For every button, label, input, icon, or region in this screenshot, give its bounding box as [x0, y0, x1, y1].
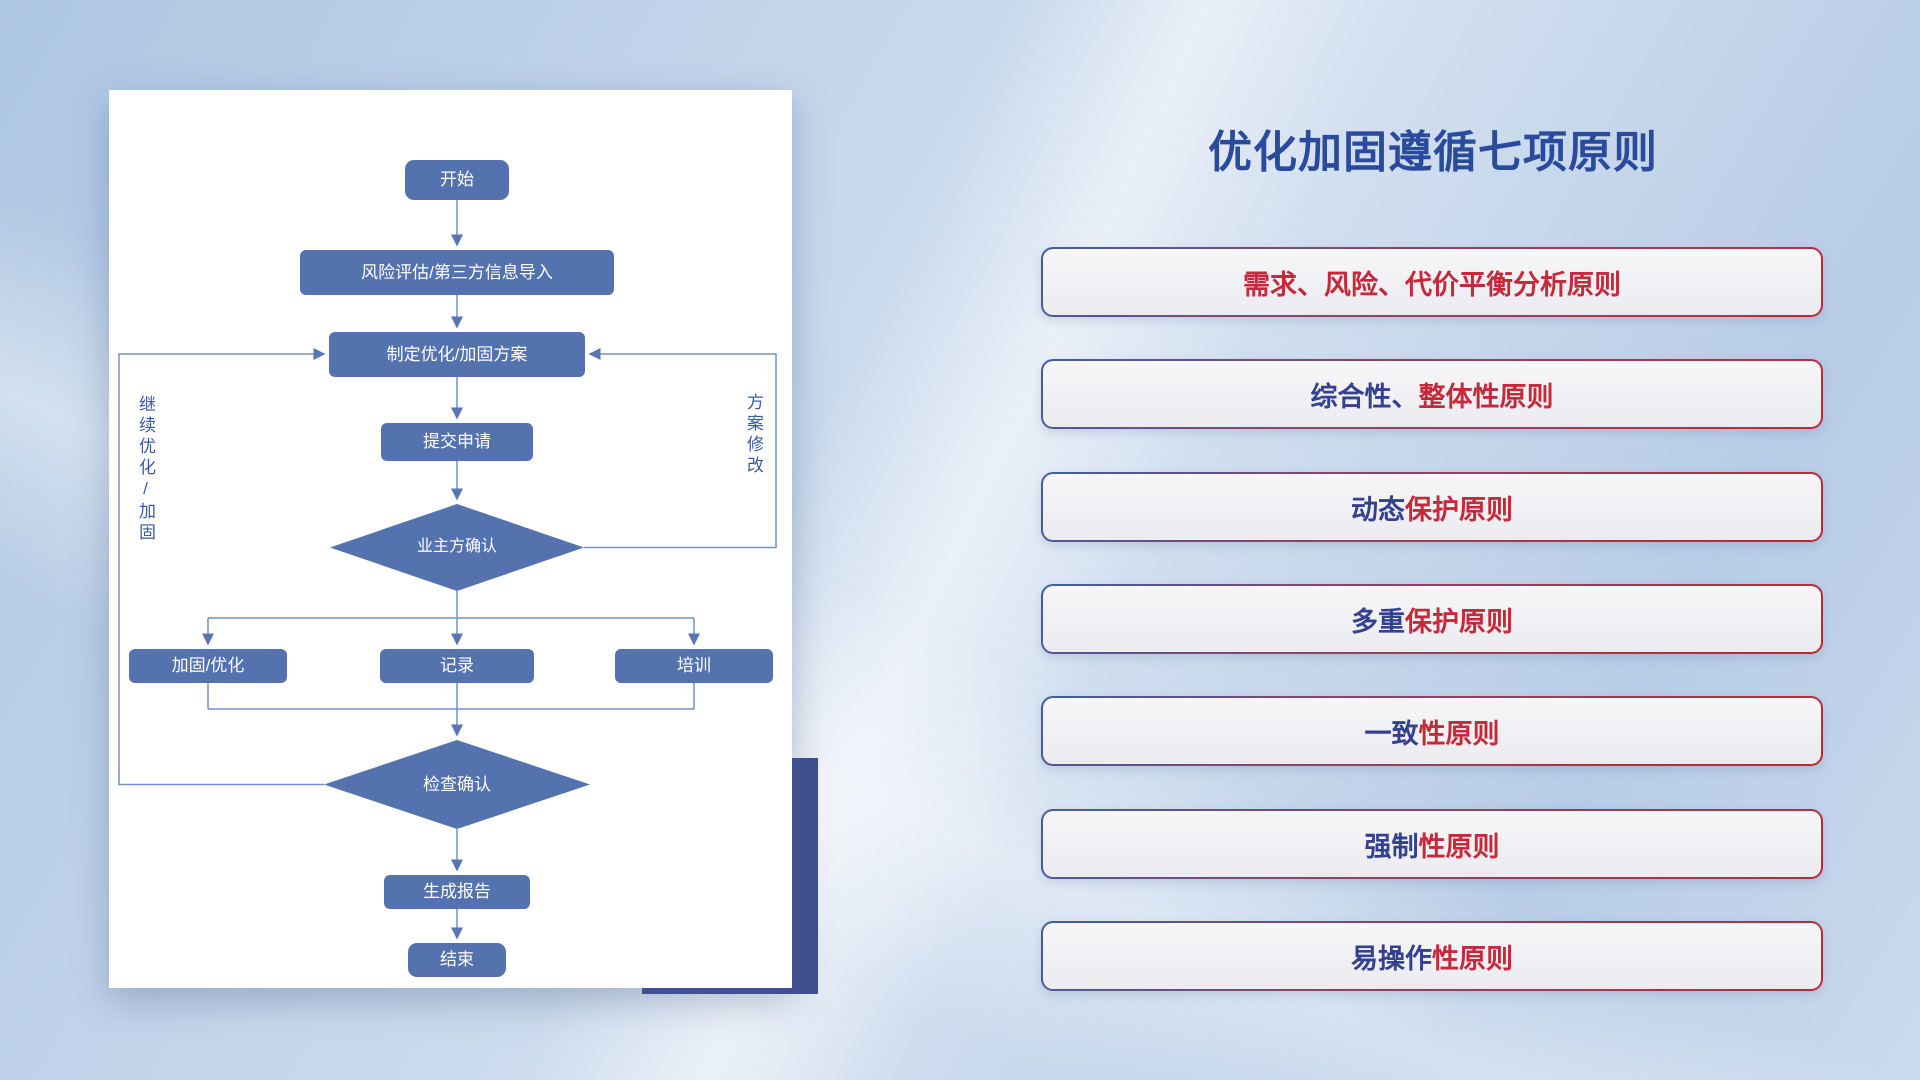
principle-text-blue: 综合性、	[1310, 381, 1419, 412]
panel-title: 优化加固遵循七项原则	[1208, 128, 1658, 177]
principle-text-red: 保护原则	[1405, 494, 1513, 525]
principle-item-6: 强制性原则	[1041, 809, 1823, 879]
flow-node-submit-request: 提交申请	[381, 423, 533, 461]
principle-text-blue: 一致	[1364, 718, 1419, 749]
flow-node-risk-assessment: 风险评估/第三方信息导入	[300, 250, 614, 295]
principle-text-blue: 动态	[1351, 494, 1405, 525]
principle-text-blue: 易操作	[1351, 943, 1432, 974]
principle-text-red: 整体性原则	[1418, 381, 1554, 412]
principle-text-red: 性原则	[1418, 718, 1500, 749]
principle-text-red: 性原则	[1432, 943, 1513, 974]
flow-node-end: 结束	[408, 943, 506, 977]
principle-text-red: 性原则	[1418, 831, 1500, 862]
flow-node-training: 培训	[615, 649, 773, 683]
principle-text-blue: 强制	[1364, 831, 1419, 862]
flow-label-continue-optimize: 继续优化/加固	[136, 395, 155, 544]
principle-text-blue: 多重	[1351, 606, 1405, 637]
flowchart-connectors	[118, 200, 777, 940]
flow-node-make-plan: 制定优化/加固方案	[329, 332, 585, 377]
principle-item-1: 需求、风险、代价平衡分析原则	[1041, 247, 1823, 317]
flow-node-generate-report: 生成报告	[384, 875, 530, 909]
flow-node-record: 记录	[380, 649, 534, 683]
principle-text-red: 保护原则	[1405, 606, 1513, 637]
flow-node-reinforce-optimize: 加固/优化	[129, 649, 287, 683]
principle-item-2: 综合性、整体性原则	[1041, 359, 1823, 429]
flowchart-card: 开始 风险评估/第三方信息导入 制定优化/加固方案 提交申请 业主方确认 加固/…	[109, 90, 792, 988]
flow-node-start: 开始	[405, 160, 509, 200]
principle-item-3: 动态保护原则	[1041, 472, 1823, 542]
principle-item-5: 一致性原则	[1041, 696, 1823, 766]
flow-label-plan-revision: 方案修改	[744, 393, 763, 477]
principle-item-7: 易操作性原则	[1041, 921, 1823, 991]
principle-text-red: 需求、风险、代价平衡分析原则	[1243, 269, 1621, 300]
principle-item-4: 多重保护原则	[1041, 584, 1823, 654]
